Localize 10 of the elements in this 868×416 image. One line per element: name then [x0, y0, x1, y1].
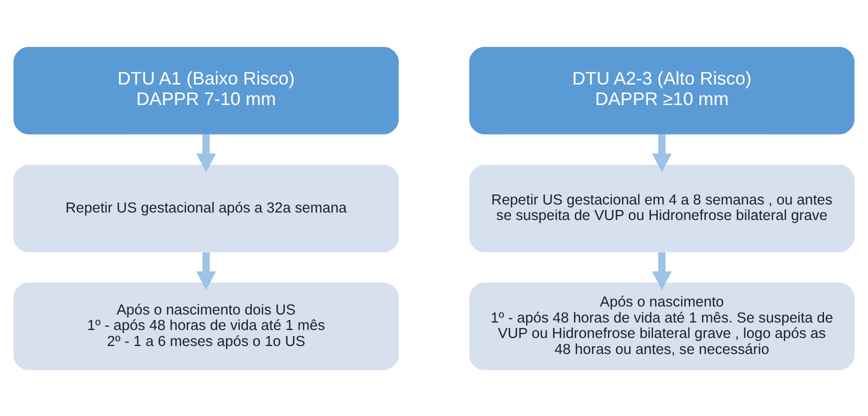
node-box: DTU A2-3 (Alto Risco) DAPPR ≥10 mm — [469, 46, 854, 134]
node-box: Repetir US gestacional em 4 a 8 semanas , ou antes se suspeita de VUP ou Hidronefrose bilateral grave — [469, 164, 854, 252]
node-box: Após o nascimento 1º - após 48 horas de vida até 1 mês. Se suspeita de VUP ou Hidronefrose bilateral grave , logo após as 48 horas ou antes, se necessário — [469, 282, 854, 370]
node-box: DTU A1 (Baixo Risco) DAPPR 7-10 mm — [14, 46, 399, 134]
arrow — [196, 252, 216, 290]
arrow — [196, 134, 216, 172]
arrow — [652, 134, 672, 172]
arrow — [652, 252, 672, 290]
node-box: Repetir US gestacional após a 32a semana — [14, 164, 399, 252]
node-box: Após o nascimento dois US 1º - após 48 horas de vida até 1 mês 2º - 1 a 6 meses após o 1o US — [14, 282, 399, 370]
